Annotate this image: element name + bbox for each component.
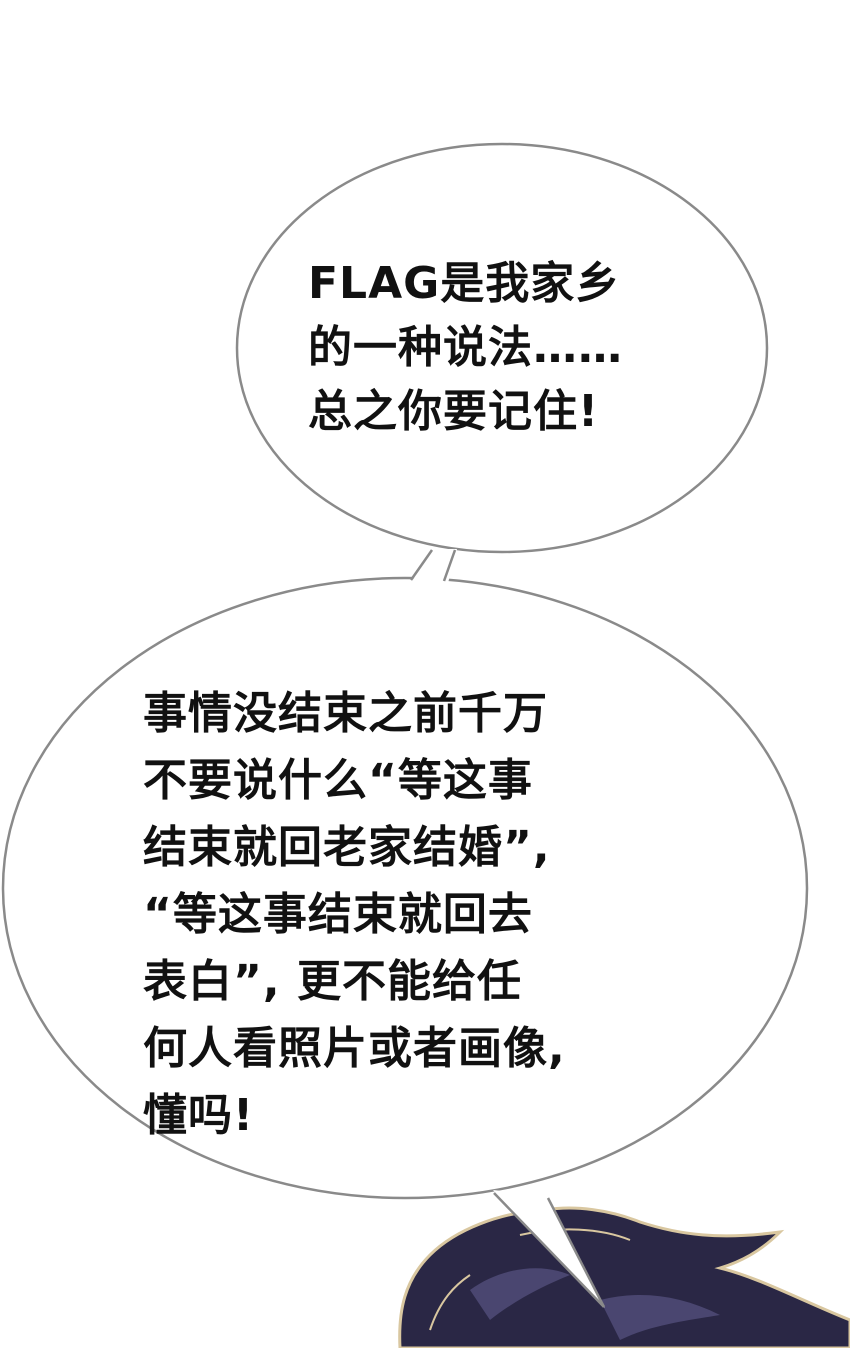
bubble-top-line: 的一种说法…… (308, 322, 623, 373)
bubble-tail-bottom (493, 1190, 606, 1308)
speech-bubble-top (235, 142, 769, 554)
bubble-bottom-line: “等这事结束就回去 (143, 889, 533, 940)
speech-bubble-bottom (1, 576, 809, 1200)
bubble-connector (409, 549, 457, 585)
bubble-bottom-line: 不要说什么“等这事 (143, 755, 533, 806)
bubble-bottom-line: 结束就回老家结婚”, (143, 822, 551, 873)
bubble-bottom-line: 懂吗! (143, 1090, 255, 1141)
bubble-bottom-text: 事情没结束之前千万 不要说什么“等这事 结束就回老家结婚”, “等这事结束就回去… (143, 680, 566, 1149)
bubble-top-line: 总之你要记住! (308, 386, 600, 437)
bubble-bottom-line: 表白”, 更不能给任 (143, 956, 522, 1007)
bubble-top-text: FLAG是我家乡 的一种说法…… 总之你要记住! (308, 252, 623, 444)
bubble-bottom-line: 事情没结束之前千万 (143, 688, 548, 739)
bubble-bottom-line: 何人看照片或者画像, (143, 1023, 566, 1074)
bubble-top-line: FLAG是我家乡 (308, 258, 621, 309)
character-hair-icon (398, 1206, 850, 1348)
